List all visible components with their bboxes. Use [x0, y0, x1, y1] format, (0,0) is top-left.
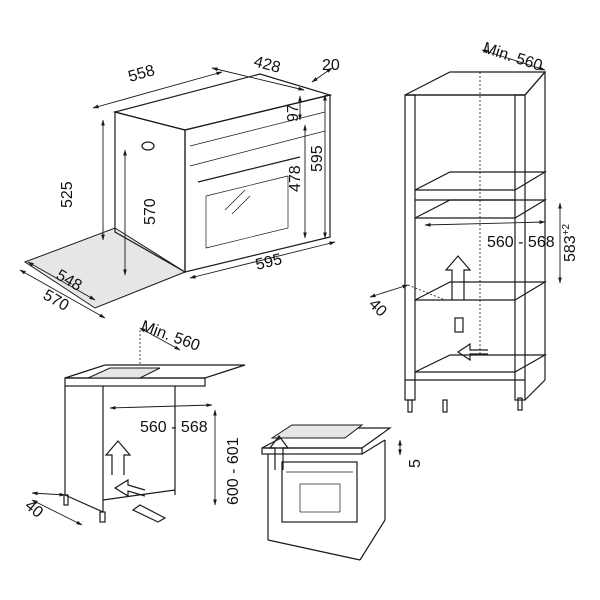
under-plug-icon [131, 504, 167, 523]
dim-hob-gap-5: 5 [407, 459, 424, 468]
oven-window [205, 175, 289, 249]
dim-under-vent-depth: 40 [21, 497, 46, 522]
dim-tall-niche-width: 560 - 568 [487, 234, 555, 251]
under-airflow-in-arrow-icon [113, 478, 146, 498]
dim-tall-min-width: Min. 560 [481, 40, 545, 75]
dim-under-niche-height: 600 - 601 [225, 437, 242, 505]
dim-under-min-width: Min. 560 [139, 318, 203, 355]
dim-height-595: 595 [309, 145, 326, 172]
dim-panel-97: 97 [285, 104, 302, 122]
tall-niche-height-tolerance: +2 [561, 223, 572, 235]
dim-width-595: 595 [254, 251, 284, 274]
under-airflow-up-arrow-icon [104, 440, 132, 475]
dim-tall-vent-depth: 40 [365, 296, 390, 321]
detail-oven [281, 461, 358, 523]
tall-unit-left-side [404, 94, 416, 401]
dim-door-478: 478 [287, 165, 304, 192]
dim-depth-570: 570 [40, 287, 72, 315]
oven-connection-icon [141, 141, 155, 151]
oven-dimension-drawing: 558 428 20 97 525 570 478 595 595 548 57… [19, 53, 340, 319]
dim-width-558: 558 [126, 62, 156, 86]
dim-depth-428: 428 [252, 53, 282, 76]
dim-height-525: 525 [59, 181, 76, 208]
airflow-up-arrow-icon [444, 255, 472, 300]
oven-handle [197, 156, 301, 183]
oven-front [184, 94, 331, 273]
dim-tall-niche-height: 583+2 [561, 223, 579, 262]
airflow-in-arrow-icon [456, 342, 488, 362]
dim-under-niche-width: 560 - 568 [140, 419, 208, 436]
under-counter-drawing: Min. 560 560 - 568 600 - 601 40 [21, 318, 246, 526]
socket-icon [454, 317, 464, 333]
dim-inner-570: 570 [142, 198, 159, 225]
tall-unit-drawing: Min. 560 560 - 568 583+2 40 [365, 40, 579, 413]
dim-front-20: 20 [322, 57, 340, 74]
hob-detail-drawing: 5 [261, 424, 424, 561]
tall-niche-height-value: 583 [562, 235, 579, 262]
detail-airflow-up-arrow-icon [268, 435, 290, 470]
